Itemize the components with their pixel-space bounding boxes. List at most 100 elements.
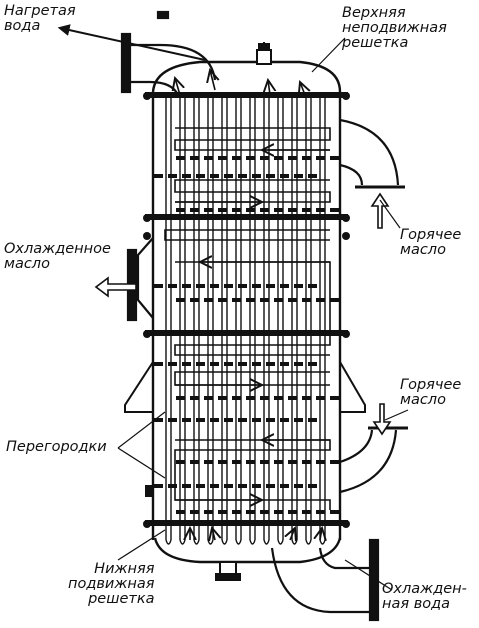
baffle-segment (190, 510, 199, 514)
side-nozzle-left (145, 485, 153, 497)
baffle-segment (204, 298, 213, 302)
cooled-oil-out-arrow (94, 276, 137, 298)
baffle-segment (190, 396, 199, 400)
label-cooled-oil: Охлажденное масло (4, 242, 111, 272)
tube-bend (165, 539, 172, 545)
baffle-segment (308, 418, 317, 422)
hot-oil-top-arrow (370, 192, 390, 229)
label-hot-oil-top-line1: Горячее (400, 227, 462, 243)
baffle-segment (266, 362, 275, 366)
baffle-segment (168, 418, 177, 422)
baffle-segment (246, 396, 255, 400)
baffle-segment (260, 460, 269, 464)
baffle-segment (190, 156, 199, 160)
baffle-segment (252, 418, 261, 422)
baffle-segment (274, 156, 283, 160)
baffle-segment (232, 156, 241, 160)
baffle-segment (260, 396, 269, 400)
baffle-segment (274, 460, 283, 464)
baffle-segment (308, 284, 317, 288)
baffle-segment (154, 284, 163, 288)
baffle-segment (294, 284, 303, 288)
label-hot-oil-top-line2: масло (400, 242, 446, 258)
baffle-segment (252, 174, 261, 178)
baffle-segment (266, 484, 275, 488)
baffle-segment (260, 510, 269, 514)
baffle-segment (182, 484, 191, 488)
label-lower-tubesheet: Нижняя подвижная решетка (68, 562, 155, 607)
baffle-segment (316, 396, 325, 400)
baffle-segment (232, 396, 241, 400)
label-hot-oil-top: Горячее масло (400, 228, 461, 258)
label-hot-oil-bottom: Горячее масло (400, 378, 461, 408)
label-upper-tubesheet: Верхняя неподвижная решетка (342, 6, 447, 51)
tube-bend (249, 539, 256, 545)
baffle-segment (288, 396, 297, 400)
tube-bend (263, 539, 270, 545)
hot-oil-bottom-arrow (372, 403, 392, 436)
label-lower-tubesheet-line3: решетка (88, 591, 155, 607)
baffle-segment (316, 510, 325, 514)
tube-bend (235, 539, 242, 545)
baffle-segment (196, 418, 205, 422)
baffle-segment (204, 460, 213, 464)
baffle-segment (218, 208, 227, 212)
top-vent (256, 42, 272, 65)
baffle-segment (280, 418, 289, 422)
label-baffles-line1: Перегородки (6, 439, 107, 455)
baffle-segment (232, 460, 241, 464)
baffle-segment (232, 298, 241, 302)
tube-bend (305, 539, 312, 545)
flange-bolts (143, 92, 350, 528)
baffle-segment (330, 510, 339, 514)
baffle-segment (274, 510, 283, 514)
baffle-segment (302, 396, 311, 400)
baffle-segment (238, 362, 247, 366)
baffle-segment (274, 298, 283, 302)
label-hot-water-line1: Нагретая (4, 3, 76, 19)
baffle-segment (168, 362, 177, 366)
baffle-segment (302, 208, 311, 212)
baffle-segment (316, 298, 325, 302)
baffle-segment (316, 460, 325, 464)
baffle-segment (246, 460, 255, 464)
baffle-segment (176, 510, 185, 514)
tube-bend (207, 539, 214, 545)
baffle-segment (232, 510, 241, 514)
baffle-segment (176, 460, 185, 464)
label-hot-water-line2: вода (4, 18, 41, 34)
baffle-segment (176, 396, 185, 400)
label-upper-tubesheet-line2: неподвижная (342, 20, 447, 36)
baffle-segment (218, 396, 227, 400)
tube-bend (291, 539, 298, 545)
baffle-segment (182, 362, 191, 366)
baffle-segment (210, 418, 219, 422)
hot-oil-inlet-top (339, 118, 405, 189)
baffle-segment (288, 156, 297, 160)
tube-bend (179, 539, 186, 545)
baffle-segment (190, 460, 199, 464)
baffle-segment (274, 396, 283, 400)
baffle-segment (274, 208, 283, 212)
shell (151, 60, 342, 564)
baffle-segment (280, 484, 289, 488)
label-cooled-oil-line2: масло (4, 256, 50, 272)
baffle-segment (232, 208, 241, 212)
baffle-segment (330, 298, 339, 302)
baffle-segment (182, 284, 191, 288)
bottom-dome (153, 537, 342, 564)
baffle-segment (260, 156, 269, 160)
baffle-segment (280, 284, 289, 288)
label-hot-oil-bottom-line1: Горячее (400, 377, 462, 393)
tube-bundle (165, 98, 326, 545)
baffle-segment (294, 174, 303, 178)
baffle-segment (224, 284, 233, 288)
baffle-segment (288, 510, 297, 514)
baffle-segment (238, 418, 247, 422)
baffle-segment (238, 484, 247, 488)
bottom-drain (215, 561, 241, 581)
cooled-oil-outlet (126, 237, 154, 322)
baffle-segment (330, 208, 339, 212)
label-cooled-water-line2: ная вода (382, 596, 451, 612)
